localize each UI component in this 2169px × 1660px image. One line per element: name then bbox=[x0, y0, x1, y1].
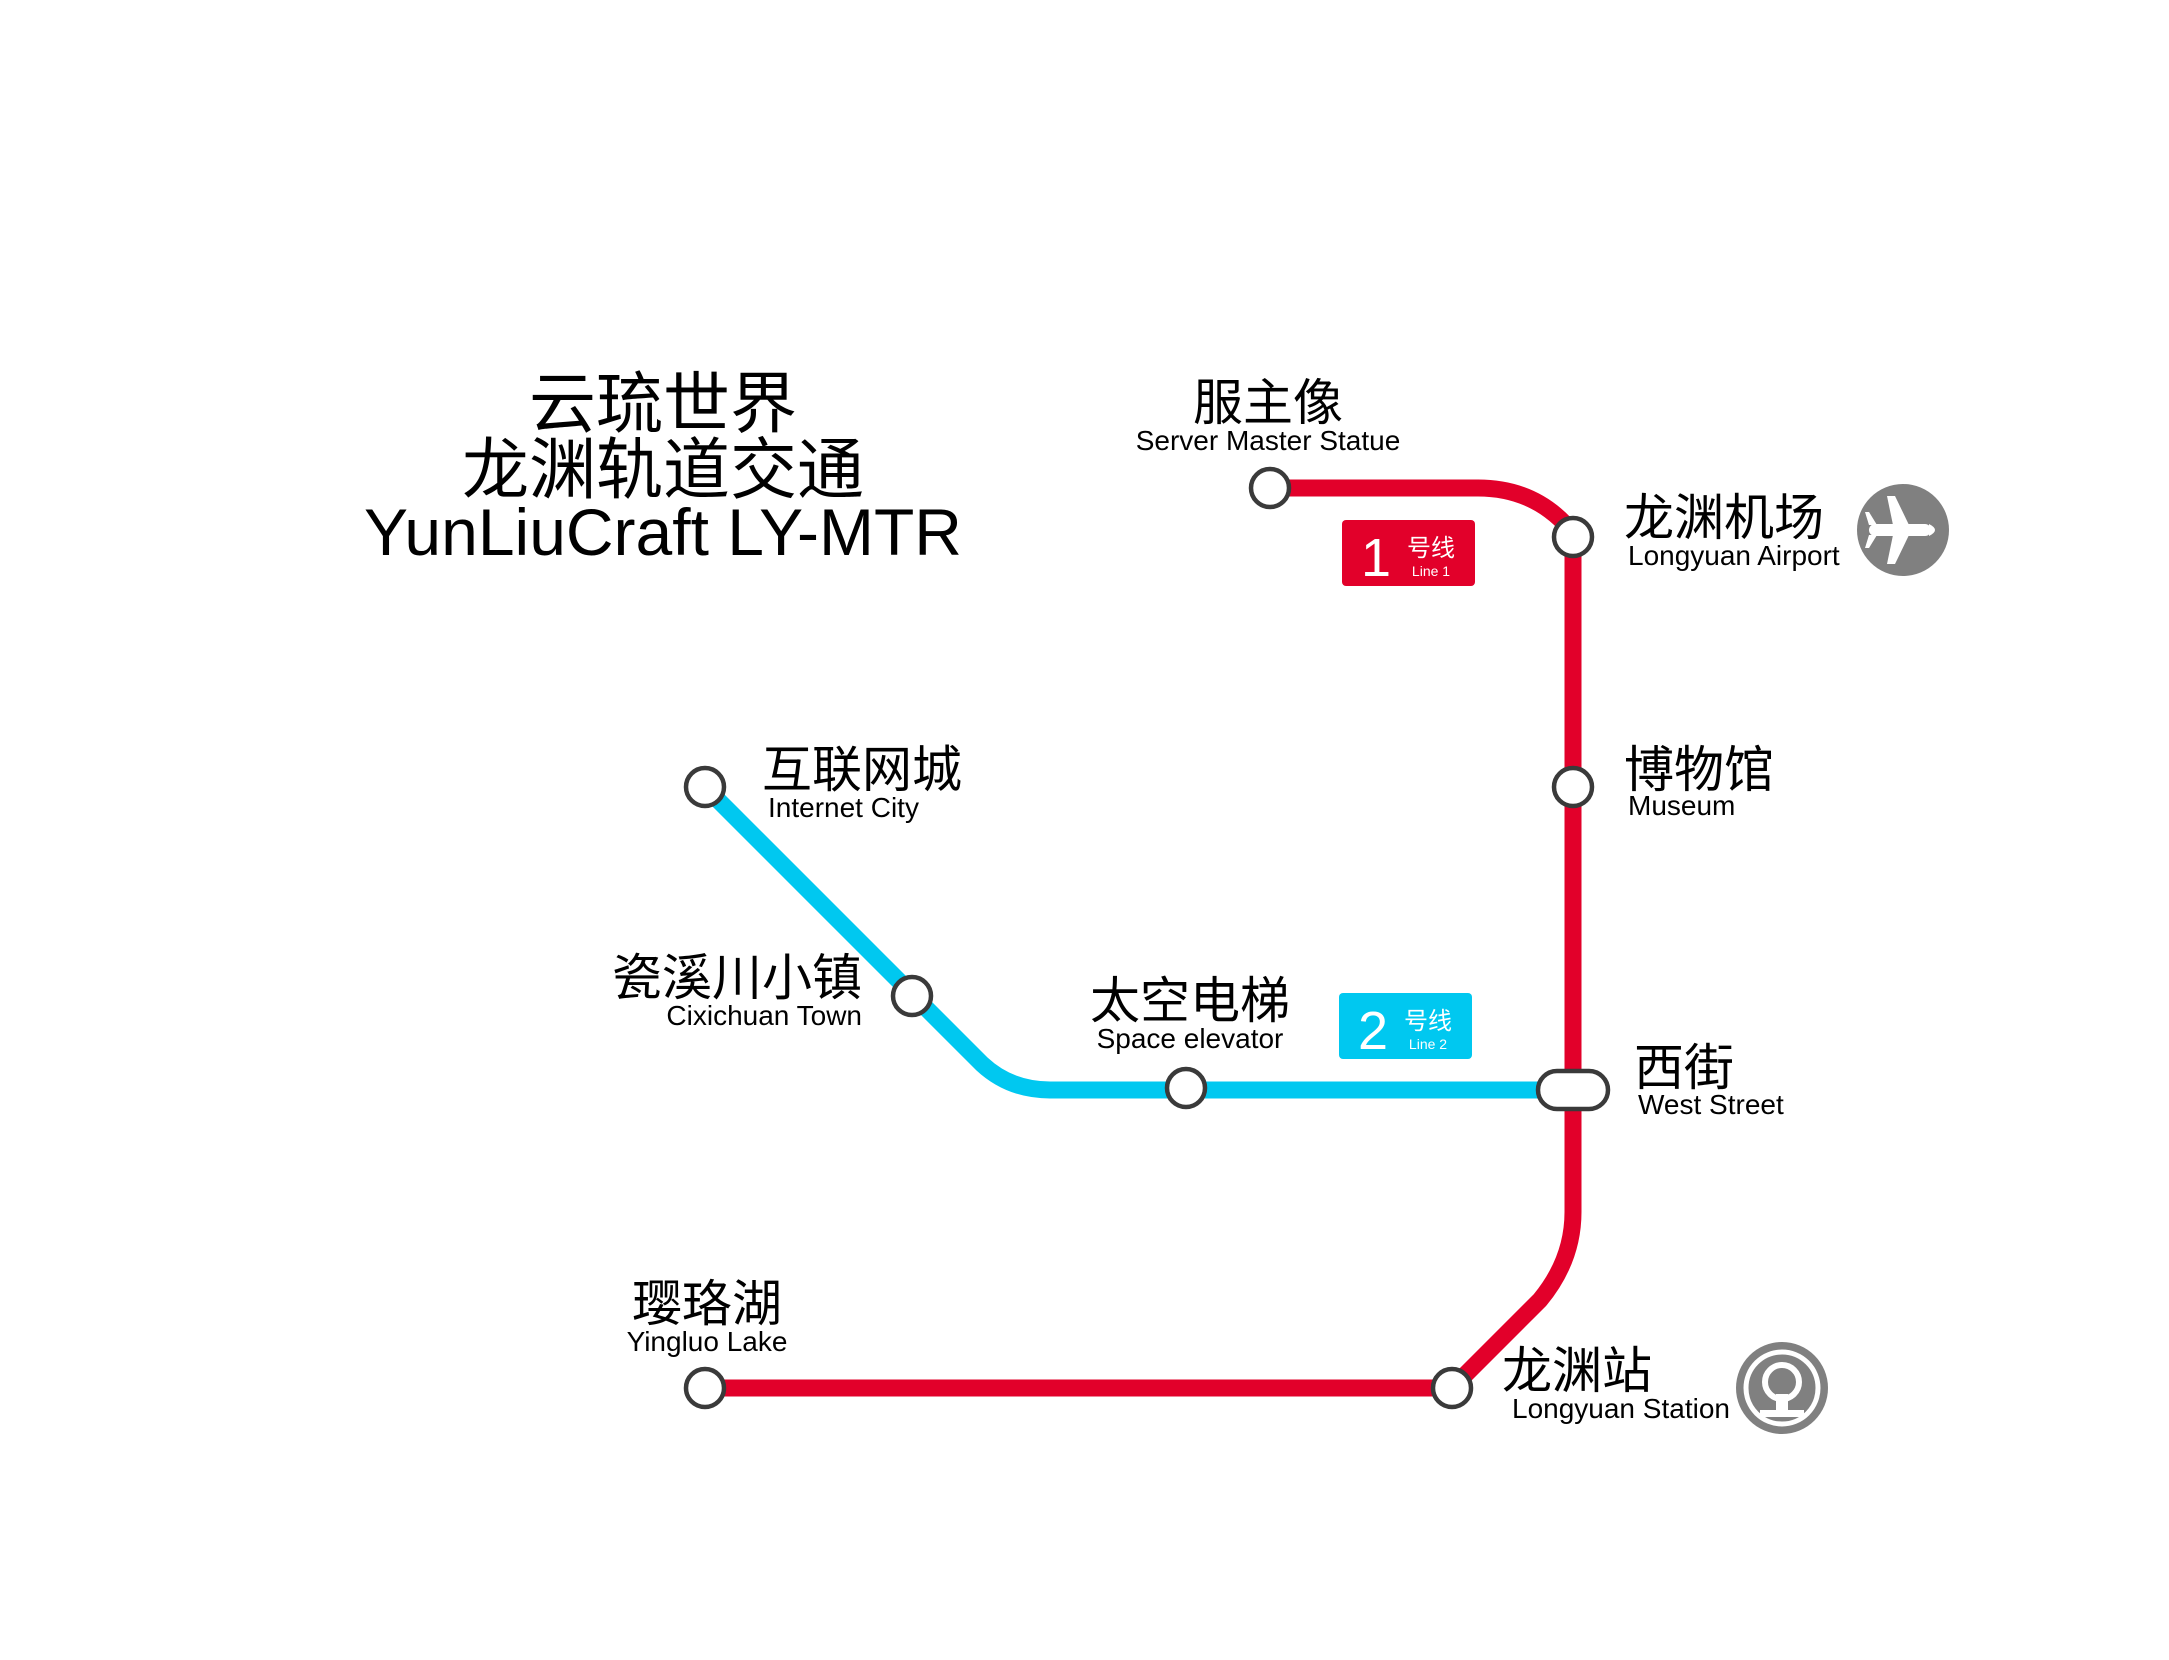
svg-text:Museum: Museum bbox=[1628, 790, 1735, 821]
station-marker-yingluo-lake[interactable] bbox=[683, 1366, 727, 1410]
line-1-number: 1 bbox=[1361, 528, 1391, 588]
line-2-label-zh: 号线 bbox=[1404, 1007, 1452, 1035]
svg-text:龙渊站: 龙渊站 bbox=[1502, 1342, 1652, 1400]
station-marker-museum[interactable] bbox=[1551, 765, 1595, 809]
svg-text:璎珞湖: 璎珞湖 bbox=[632, 1275, 782, 1333]
svg-text:Server Master Statue: Server Master Statue bbox=[1136, 425, 1401, 456]
line-1-badge: 1 号线 Line 1 bbox=[1342, 520, 1475, 588]
station-label-museum: 博物馆 Museum bbox=[1624, 741, 1774, 821]
svg-text:龙渊机场: 龙渊机场 bbox=[1624, 489, 1824, 547]
line-2-track bbox=[698, 780, 1570, 1099]
airplane-icon bbox=[1857, 484, 1949, 576]
map-title: 云琉世界 龙渊轨道交通 YunLiuCraft LY-MTR bbox=[364, 365, 962, 569]
line-1-label-zh: 号线 bbox=[1407, 534, 1455, 562]
title-chinese-metro: 龙渊轨道交通 bbox=[462, 431, 864, 509]
station-label-internet-city: 互联网城 Internet City bbox=[762, 741, 962, 823]
station-label-longyuan-station: 龙渊站 Longyuan Station bbox=[1502, 1342, 1730, 1424]
svg-text:Cixichuan Town: Cixichuan Town bbox=[666, 1000, 862, 1031]
svg-text:西街: 西街 bbox=[1634, 1039, 1734, 1097]
title-english: YunLiuCraft LY-MTR bbox=[364, 495, 962, 569]
china-railway-icon bbox=[1736, 1342, 1828, 1434]
svg-text:Longyuan Airport: Longyuan Airport bbox=[1628, 540, 1840, 571]
line-2-label-en: Line 2 bbox=[1409, 1036, 1447, 1052]
line-2-number: 2 bbox=[1358, 1001, 1388, 1061]
station-marker-cixichuan-town[interactable] bbox=[890, 974, 934, 1018]
svg-text:Yingluo Lake: Yingluo Lake bbox=[627, 1326, 788, 1357]
station-marker-west-street-interchange[interactable] bbox=[1535, 1068, 1611, 1112]
station-marker-longyuan-airport[interactable] bbox=[1551, 515, 1595, 559]
station-label-cixichuan-town: 瓷溪川小镇 Cixichuan Town bbox=[612, 949, 862, 1031]
title-chinese-world: 云琉世界 bbox=[529, 365, 797, 443]
svg-text:博物馆: 博物馆 bbox=[1624, 741, 1774, 799]
line-2-badge: 2 号线 Line 2 bbox=[1339, 993, 1472, 1061]
svg-text:互联网城: 互联网城 bbox=[762, 741, 962, 799]
station-label-longyuan-airport: 龙渊机场 Longyuan Airport bbox=[1624, 489, 1840, 571]
svg-text:Space elevator: Space elevator bbox=[1097, 1023, 1284, 1054]
line-1-track bbox=[705, 479, 1582, 1397]
station-label-yingluo-lake: 璎珞湖 Yingluo Lake bbox=[627, 1275, 788, 1357]
station-marker-internet-city[interactable] bbox=[683, 765, 727, 809]
station-marker-space-elevator[interactable] bbox=[1164, 1066, 1208, 1110]
line-1-label-en: Line 1 bbox=[1412, 563, 1450, 579]
station-label-west-street: 西街 West Street bbox=[1634, 1039, 1784, 1120]
station-marker-longyuan-station[interactable] bbox=[1430, 1366, 1474, 1410]
svg-text:West Street: West Street bbox=[1638, 1089, 1784, 1120]
svg-text:服主像: 服主像 bbox=[1193, 374, 1343, 432]
svg-text:瓷溪川小镇: 瓷溪川小镇 bbox=[612, 949, 862, 1007]
station-label-server-master-statue: 服主像 Server Master Statue bbox=[1136, 374, 1401, 456]
station-label-space-elevator: 太空电梯 Space elevator bbox=[1090, 972, 1290, 1054]
svg-text:Longyuan Station: Longyuan Station bbox=[1512, 1393, 1730, 1424]
svg-text:Internet City: Internet City bbox=[768, 792, 919, 823]
station-marker-server-master-statue[interactable] bbox=[1248, 466, 1292, 510]
svg-text:太空电梯: 太空电梯 bbox=[1090, 972, 1290, 1030]
